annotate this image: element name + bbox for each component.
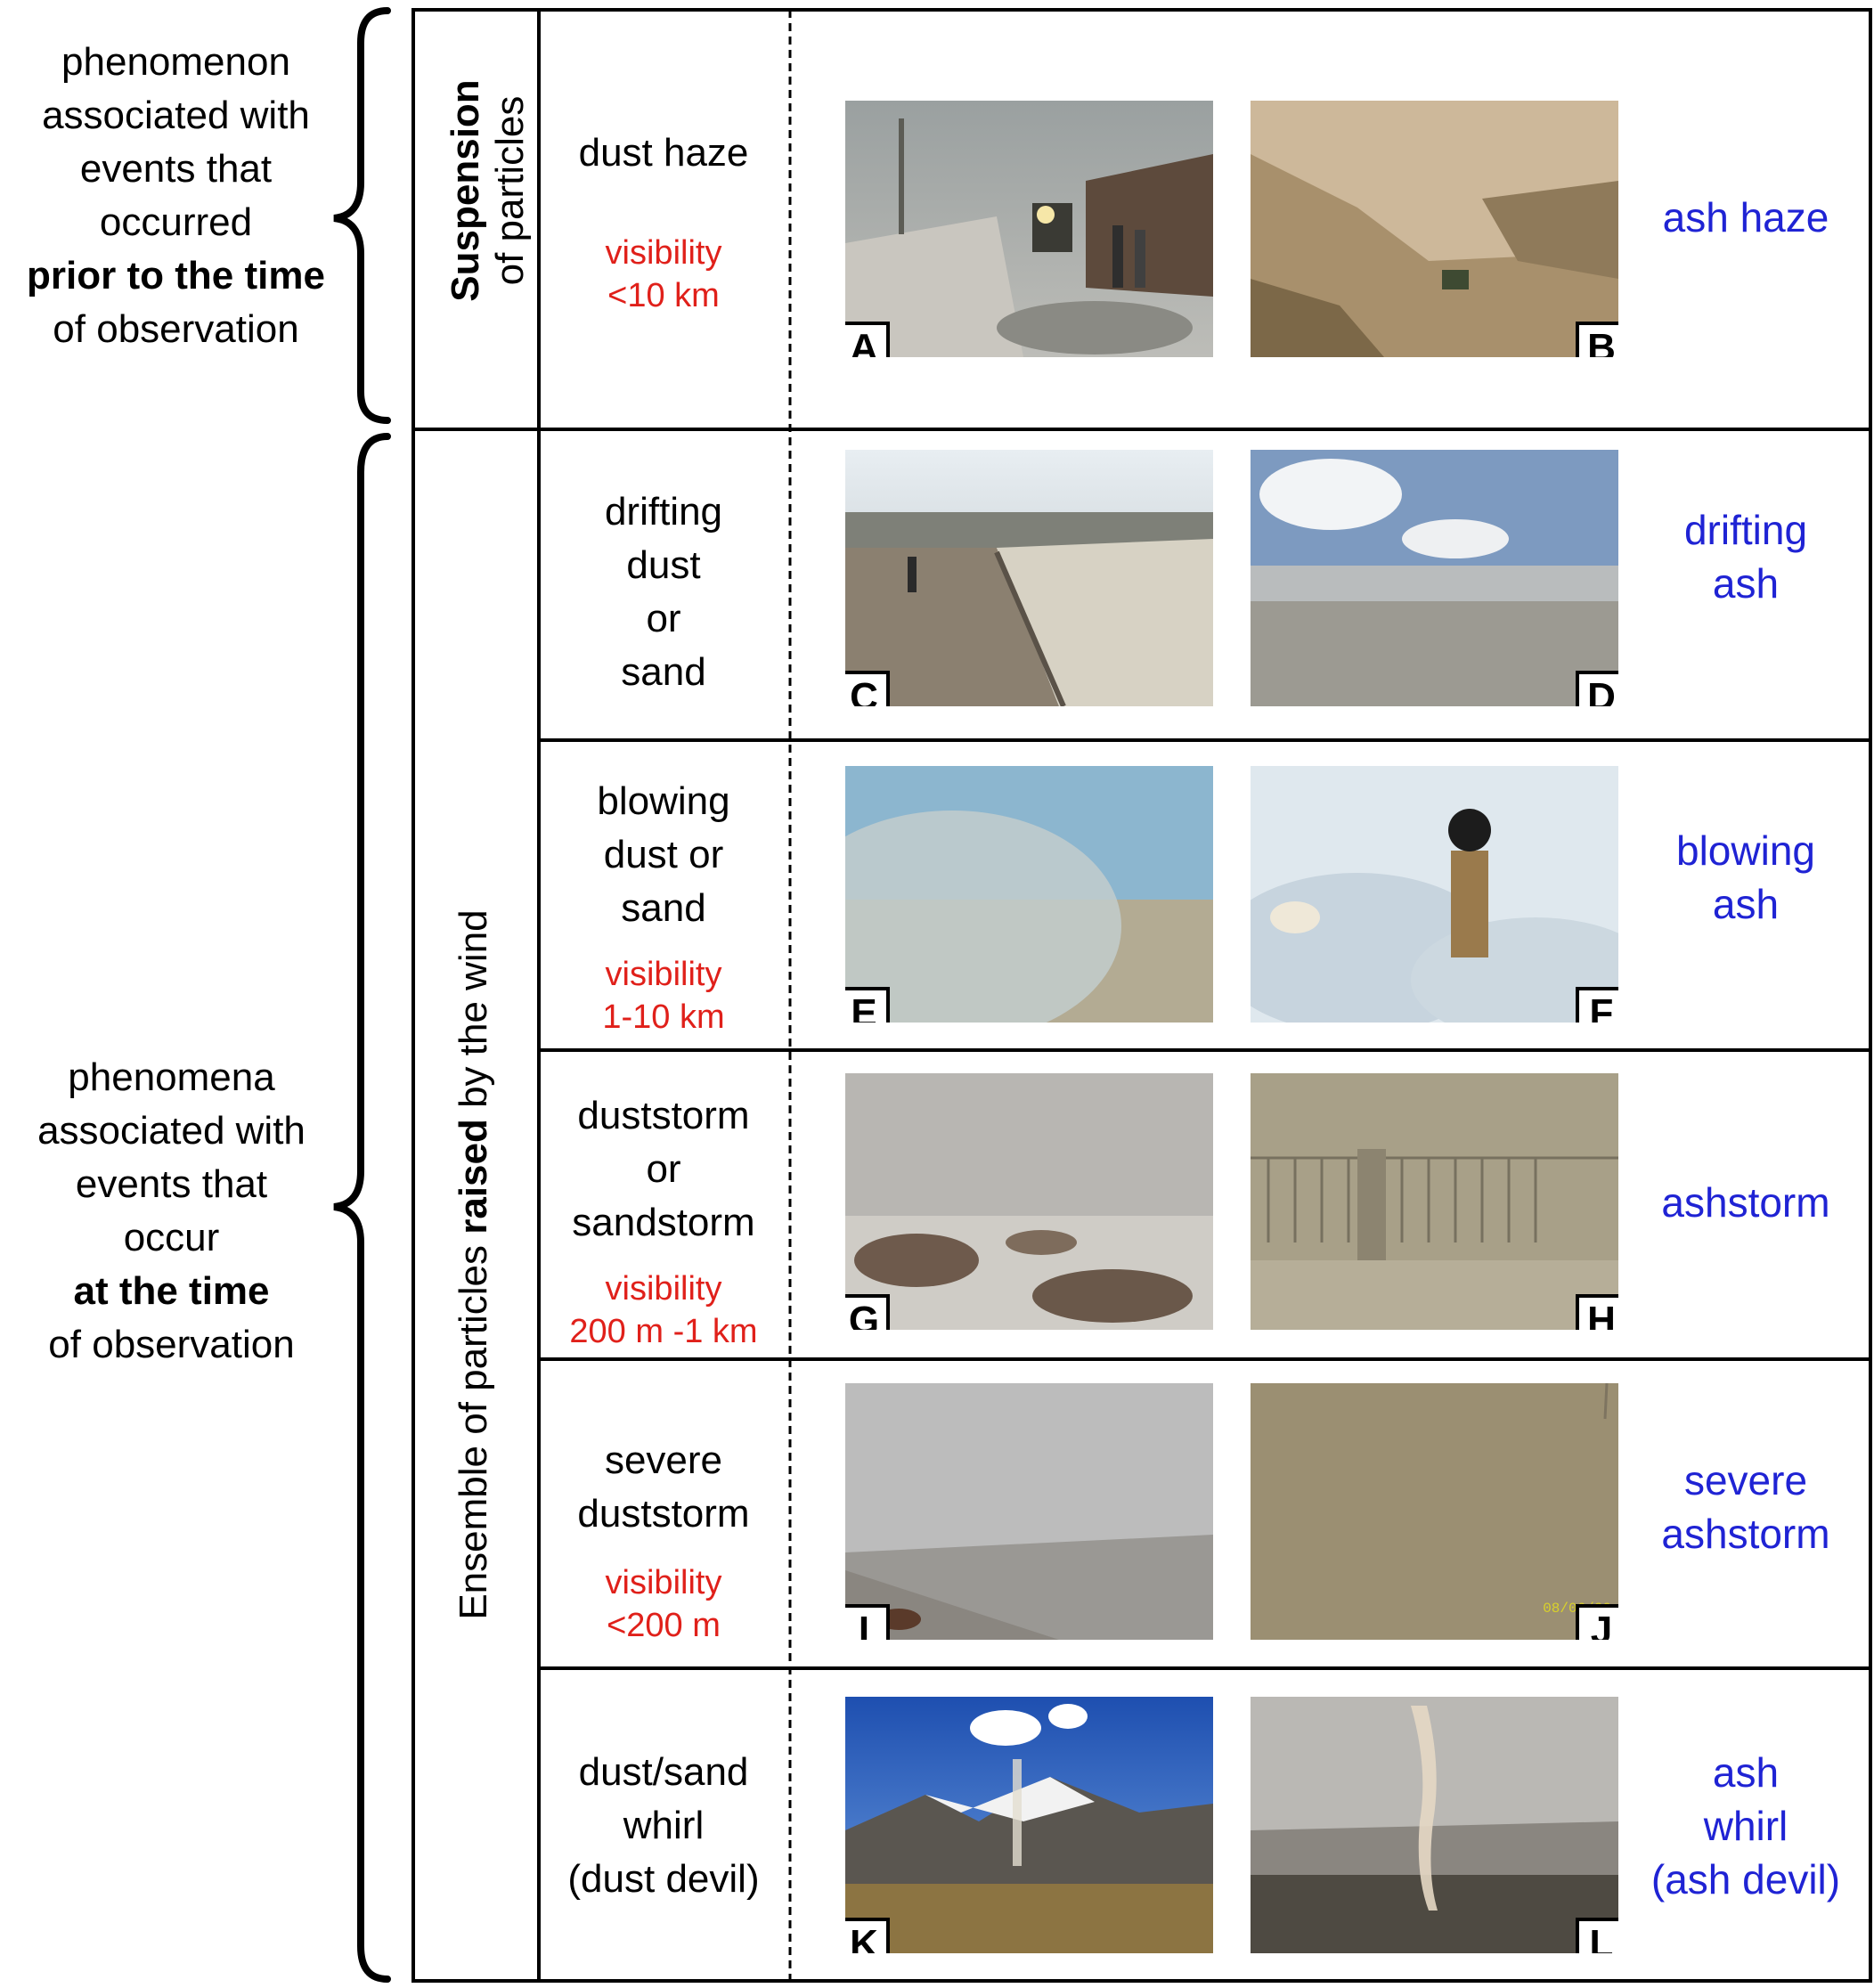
suspension-category-label: Suspension of particles — [444, 79, 533, 301]
visibility-range: visibility 200 m -1 km — [569, 1270, 758, 1350]
photo-sheep-pen: C — [845, 450, 1213, 706]
photo-dust-devil-mountain: K — [845, 1697, 1213, 1953]
phenomenon-term: drifting dust or sand — [604, 490, 723, 694]
ash-equivalent-term: ash haze — [1662, 194, 1829, 240]
note-line: events that — [75, 1162, 268, 1206]
photo-label: B — [1576, 322, 1618, 357]
note-emphasis: at the time — [73, 1269, 270, 1313]
ash-equivalent-term: ash whirl (ash devil) — [1650, 1749, 1841, 1902]
note-line: phenomena — [68, 1055, 275, 1099]
phenomenon-term: severe duststorm — [577, 1438, 750, 1536]
visibility-range: visibility 1-10 km — [602, 956, 725, 1036]
photo-label: L — [1576, 1918, 1618, 1953]
note-line: of observation — [48, 1323, 295, 1366]
photo-severe-duststorm-slope: I — [845, 1383, 1213, 1640]
current-time-note: phenomena associated with events that oc… — [0, 1051, 343, 1372]
photo-label: J — [1576, 1604, 1618, 1640]
photo-label: A — [845, 322, 890, 357]
photo-person-ash-cloud: F — [1251, 766, 1618, 1023]
photo-blowing-dust-field: E — [845, 766, 1213, 1023]
raised-label-after: by the wind — [452, 909, 495, 1120]
note-line: associated with — [37, 1109, 306, 1153]
ash-equivalent-term: blowing ash — [1676, 827, 1815, 927]
note-line: occurred — [99, 200, 253, 244]
photo-label: I — [845, 1604, 890, 1640]
ash-equivalent-term: drifting ash — [1683, 507, 1808, 607]
photo-severe-ashstorm: 08/06/20 J — [1251, 1383, 1618, 1640]
photo-ash-devil-plain: L — [1251, 1697, 1618, 1953]
phenomenon-term: duststorm or sandstorm — [572, 1094, 755, 1244]
photo-label: F — [1576, 987, 1618, 1023]
note-line: occur — [123, 1216, 220, 1259]
note-emphasis: prior to the time — [27, 254, 325, 297]
suspension-label-rest: of particles — [488, 95, 532, 286]
photo-label: H — [1576, 1294, 1618, 1330]
prior-time-note: phenomenon associated with events that o… — [0, 36, 352, 356]
photo-label: C — [845, 671, 890, 706]
note-line: associated with — [42, 94, 310, 137]
note-line: events that — [79, 147, 273, 191]
raised-category-label: Ensemble of particles raised by the wind — [452, 909, 496, 1619]
suspension-label-bold: Suspension — [444, 79, 487, 302]
note-line: phenomenon — [61, 40, 290, 84]
photo-label: E — [845, 987, 890, 1023]
photo-label: K — [845, 1918, 890, 1953]
raised-label-bold: raised — [452, 1119, 495, 1234]
note-line: of observation — [53, 307, 299, 351]
ash-equivalent-term: severe ashstorm — [1661, 1457, 1830, 1557]
visibility-range: visibility <10 km — [605, 234, 722, 314]
photo-label: D — [1576, 671, 1618, 706]
photo-ashstorm-gate: H — [1251, 1073, 1618, 1330]
phenomenon-term: dust haze — [578, 131, 749, 175]
photo-dusty-street: A — [845, 101, 1213, 357]
photo-label: G — [845, 1294, 890, 1330]
photo-duststorm-scrub: G — [845, 1073, 1213, 1330]
phenomenon-term: blowing dust or sand — [597, 779, 730, 930]
photo-ash-valley: B — [1251, 101, 1618, 357]
visibility-range: visibility <200 m — [605, 1564, 722, 1644]
raised-label-before: Ensemble of particles — [452, 1234, 495, 1620]
brace-prior — [333, 7, 391, 1983]
phenomenon-term: dust/sand whirl (dust devil) — [567, 1750, 760, 1901]
photo-drifting-plain: D — [1251, 450, 1618, 706]
ash-equivalent-term: ashstorm — [1661, 1179, 1830, 1226]
